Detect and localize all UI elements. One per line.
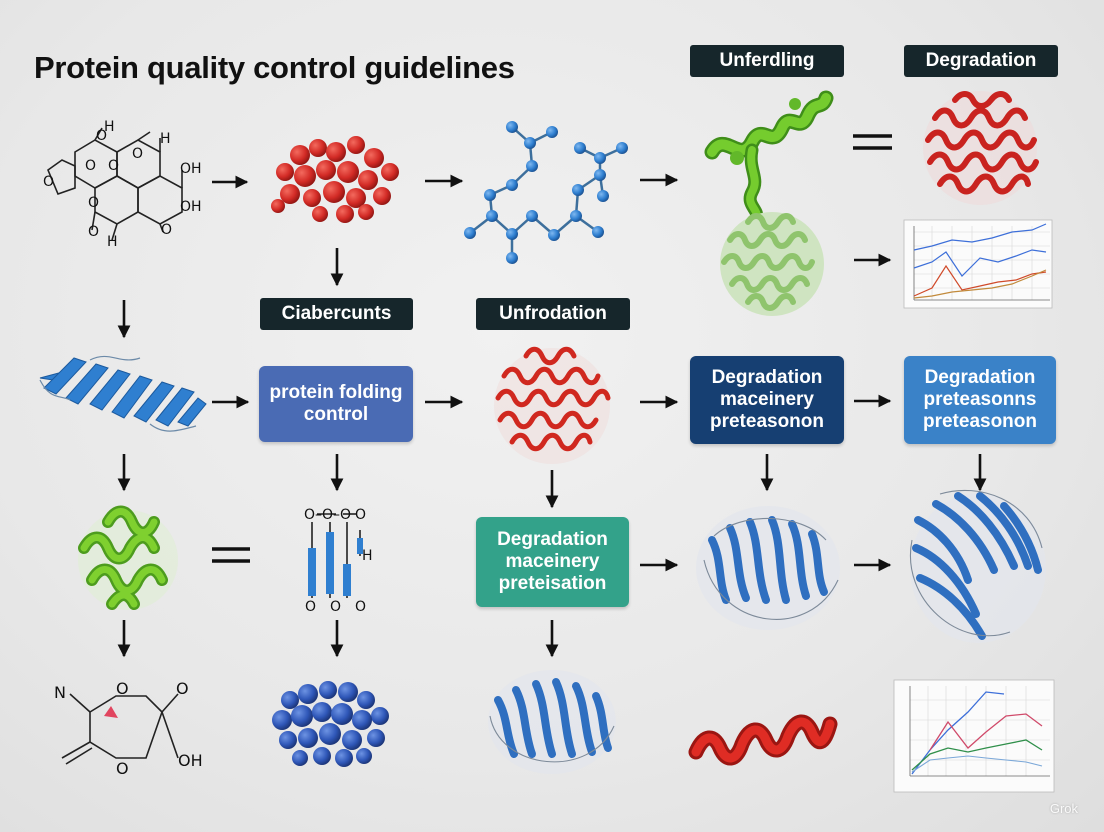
atom-label: O: [355, 599, 366, 615]
blue-beta-sheet-protein-bottom: [488, 670, 616, 774]
atom-label: O: [132, 146, 143, 162]
navy-protein-spheres: [272, 681, 389, 767]
atom-label: O: [88, 224, 99, 240]
watermark: Grok: [1049, 801, 1078, 816]
tag-unferdling: Unferdling: [690, 45, 844, 77]
blue-loop-lines: [39, 355, 197, 432]
protein-folding-control-label: protein folding control: [269, 382, 403, 425]
page-title: Protein quality control guidelines: [34, 50, 515, 85]
atom-label: O: [355, 507, 366, 523]
atom-label: O: [116, 679, 129, 698]
degradation-machinery-label-light: Degradation preteasonns preteasonon: [922, 367, 1038, 432]
equals-sign: [853, 134, 892, 150]
chemical-atom-labels-top-left: H H O O O O O O OH OH O H O: [43, 119, 202, 250]
atom-label: O: [88, 195, 99, 211]
atom-label: OH: [180, 161, 202, 177]
equals-sign: [212, 547, 250, 563]
pale-green-globular-protein: [720, 212, 824, 316]
degradation-machinery-box-dark: Degradation maceinery preteasonon: [690, 356, 844, 444]
atom-label: O: [116, 759, 129, 778]
atom-label: H: [104, 119, 115, 135]
red-triangle-marker: [104, 706, 118, 718]
degradation-machinery-box-light: Degradation preteasonns preteasonon: [904, 356, 1056, 444]
atom-label: O: [176, 679, 189, 698]
red-single-helix: [688, 714, 838, 766]
red-ribbon-protein-globular: [923, 91, 1039, 205]
degradation-machinery-box-teal: Degradation maceinery preteisation: [476, 517, 629, 607]
blue-atoms: [464, 121, 628, 264]
atom-label: O–O–O: [304, 507, 351, 523]
protein-folding-control-box: protein folding control: [259, 366, 413, 442]
atom-label: O: [96, 128, 107, 144]
red-protein-spheres: [271, 136, 399, 223]
chemical-labels-bottom-left: N O O O OH: [54, 679, 203, 778]
flow-arrows: [117, 173, 987, 658]
atom-label: N: [54, 683, 66, 702]
degradation-machinery-label-teal: Degradation maceinery preteisation: [497, 529, 608, 594]
blue-beta-barrel-protein-large: [909, 489, 1046, 643]
tag-unfrodation: Unfrodation: [476, 298, 630, 330]
line-chart-lower: [893, 679, 1055, 793]
green-helix-protein: [704, 90, 834, 225]
red-coiled-protein: [494, 346, 611, 464]
tag-ciabercunts: Ciabercunts: [260, 298, 413, 330]
atom-label: O: [330, 599, 341, 615]
atom-label: O: [108, 158, 119, 174]
blue-beta-barrel-protein: [696, 506, 840, 630]
atom-label: H: [107, 234, 118, 250]
degradation-machinery-label-dark: Degradation maceinery preteasonon: [709, 367, 825, 432]
atom-label: H: [362, 548, 373, 564]
chemical-ring-bottom-left: [61, 693, 179, 765]
atom-label: O: [305, 599, 316, 615]
green-helix-bundle: [78, 505, 178, 610]
tag-degradation: Degradation: [904, 45, 1058, 77]
atom-label: O: [85, 158, 96, 174]
blue-beta-sheet-protein: [39, 357, 207, 427]
line-chart-upper: [903, 219, 1053, 309]
atom-label: OH: [180, 199, 202, 215]
bar-structure-middle: [308, 513, 363, 598]
atom-label: H: [160, 131, 171, 147]
bar-structure-labels: O–O–O O H O O O: [304, 507, 373, 615]
atom-label: O: [161, 222, 172, 238]
chemical-structure-top-left: [47, 127, 183, 241]
atom-label: O: [43, 174, 54, 190]
atom-label: OH: [178, 751, 203, 770]
